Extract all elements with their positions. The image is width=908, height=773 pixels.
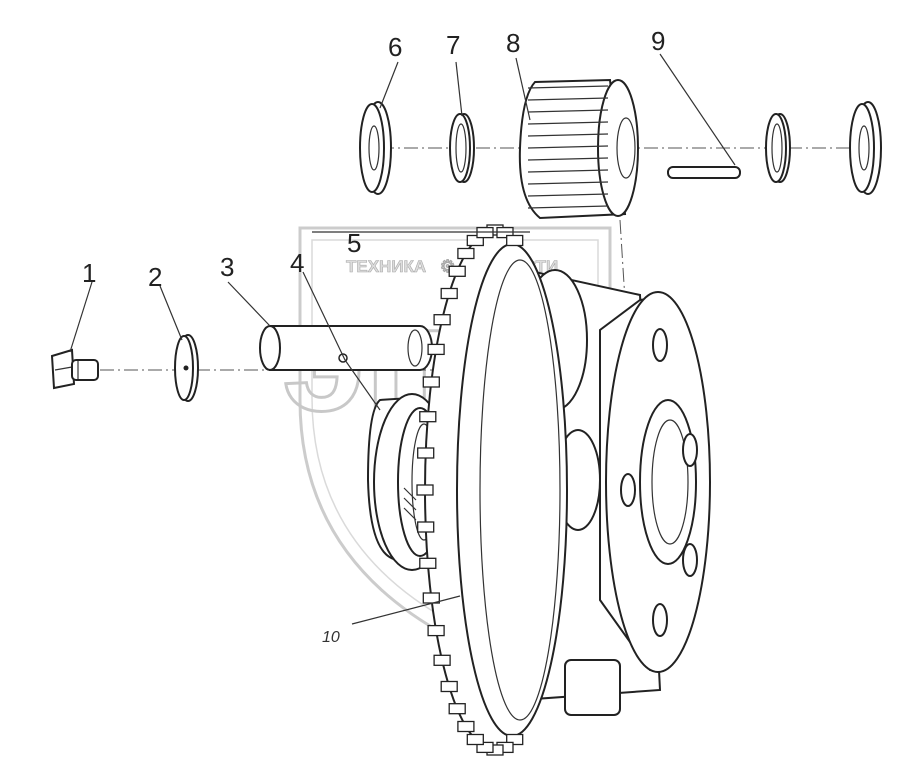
leader-lines xyxy=(69,53,736,625)
gear-tooth-line xyxy=(527,181,609,185)
gear-tooth xyxy=(440,287,458,300)
callout-4: 4 xyxy=(290,248,304,278)
gear-tooth xyxy=(476,741,494,754)
part-3-axle xyxy=(259,325,433,371)
callout-9: 9 xyxy=(651,26,665,56)
gear-tooth xyxy=(427,624,445,637)
gear-tooth-line xyxy=(527,97,609,101)
gear-tooth-line xyxy=(527,169,609,173)
gear-tooth-line xyxy=(527,121,609,125)
gear-tooth xyxy=(457,247,475,260)
callout-1: 1 xyxy=(82,258,96,288)
callout-2: 2 xyxy=(148,262,162,292)
part-7-ring xyxy=(449,113,475,183)
gear-tooth xyxy=(506,733,524,746)
part-2-washer xyxy=(174,334,199,402)
gear-tooth xyxy=(457,720,475,733)
gear-tooth xyxy=(448,703,466,715)
right-washer xyxy=(849,101,882,195)
gear-tooth xyxy=(433,314,451,326)
gear-tooth xyxy=(476,226,494,239)
gear-tooth-line xyxy=(527,85,609,89)
gear-tooth xyxy=(506,234,524,247)
gear-tooth xyxy=(419,557,437,569)
callout-10: 10 xyxy=(322,629,340,646)
right-ring xyxy=(765,113,791,183)
gear-tooth xyxy=(422,376,440,388)
gear-tooth xyxy=(466,234,484,247)
part-6-washer xyxy=(359,101,392,195)
part-10-planetary-assembly xyxy=(416,224,711,756)
gear-tooth xyxy=(448,265,466,277)
part-9-pin xyxy=(667,166,741,179)
gear-tooth xyxy=(466,733,484,746)
gear-tooth xyxy=(416,484,434,496)
gear-tooth-line xyxy=(527,109,609,113)
callout-7: 7 xyxy=(446,30,460,60)
callout-8: 8 xyxy=(506,28,520,58)
gear-tooth-line xyxy=(527,145,609,149)
gear-tooth xyxy=(427,343,445,356)
gear-tooth-line xyxy=(527,193,609,197)
gear-tooth xyxy=(417,447,435,459)
part-8-satellite-gear xyxy=(518,78,639,220)
callout-3: 3 xyxy=(220,252,234,282)
gear-tooth-line xyxy=(527,205,609,209)
gear-tooth-line xyxy=(527,157,609,161)
gear-tooth-line xyxy=(527,133,609,137)
watermark-text-left: ТЕХНИКА xyxy=(346,257,426,276)
part-1-bolt xyxy=(50,348,99,390)
gear-tooth xyxy=(419,411,437,423)
callout-labels: 1 2 3 4 5 6 7 8 9 10 xyxy=(82,26,665,646)
gear-tooth xyxy=(433,654,451,666)
callout-6: 6 xyxy=(388,32,402,62)
gear-tooth xyxy=(496,226,514,239)
gear-tooth xyxy=(440,680,458,693)
gear-tooth xyxy=(417,521,435,533)
callout-5: 5 xyxy=(347,228,361,258)
